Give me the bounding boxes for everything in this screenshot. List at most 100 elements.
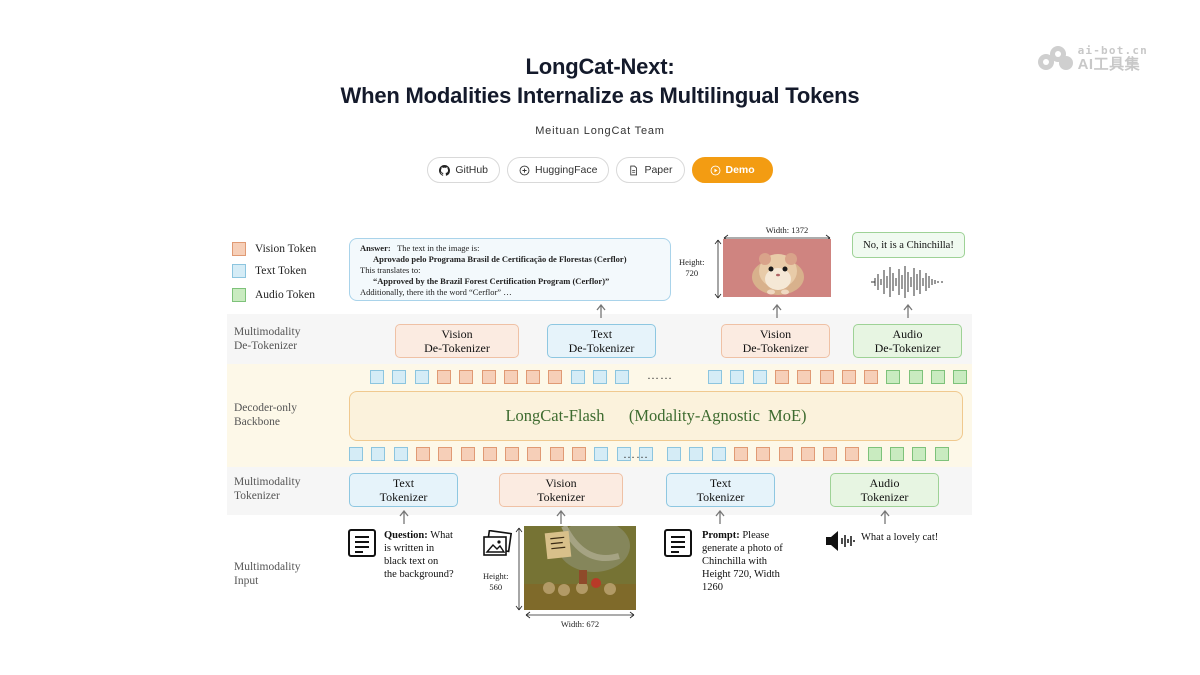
- huggingface-button[interactable]: HuggingFace: [507, 157, 610, 183]
- github-button[interactable]: GitHub: [427, 157, 500, 183]
- audio-token: [890, 447, 904, 461]
- text-tokenizer-2: Text Tokenizer: [666, 473, 775, 507]
- vision-detok-1-l2: De-Tokenizer: [424, 341, 490, 355]
- prompt-label: Prompt:: [702, 530, 740, 541]
- audio-token: [931, 370, 945, 384]
- watermark-brand: AI工具集: [1077, 56, 1141, 73]
- input-image-height: Height: 560: [483, 571, 509, 593]
- chinchilla-answer: No, it is a Chinchilla!: [852, 232, 965, 258]
- vision-token: [549, 447, 564, 461]
- question-rest-3: black text on: [384, 556, 439, 567]
- github-label: GitHub: [455, 164, 488, 176]
- arrow-audio-up: [880, 510, 890, 524]
- text-token: [349, 447, 363, 461]
- input-label-1: Multimodality: [234, 561, 301, 573]
- height-dimension-line: [714, 239, 722, 299]
- vision-token: [864, 370, 879, 384]
- audio-tok-l2: Tokenizer: [860, 490, 909, 504]
- longcat-flash-backbone: LongCat-Flash (Modality-Agnostic MoE): [349, 391, 963, 441]
- vision-token: [503, 370, 518, 384]
- hamster-output-image: [723, 239, 831, 297]
- text-detok-l2: De-Tokenizer: [568, 341, 635, 355]
- paper-button[interactable]: Paper: [616, 157, 685, 183]
- vision-token: [460, 447, 475, 461]
- audio-waveform-output: [871, 266, 943, 298]
- text-token: [689, 447, 704, 461]
- output-height-value: 720: [685, 268, 699, 278]
- vision-token: [800, 447, 815, 461]
- prompt-rest-2: generate a photo of: [702, 543, 783, 554]
- vision-token: [819, 370, 834, 384]
- audio-input-text: What a lovely cat!: [861, 532, 939, 543]
- text-tok-2-l1: Text: [709, 476, 732, 490]
- vision-token: [415, 447, 430, 461]
- answer-english: “Approved by the Brazil Forest Certifica…: [373, 276, 610, 286]
- text-tok-1-l2: Tokenizer: [379, 490, 428, 504]
- watermark-domain: ai-bot.cn: [1077, 44, 1148, 57]
- output-image-width: Width: 1372: [765, 225, 809, 235]
- watermark-icon: [1037, 46, 1073, 70]
- text-token: [570, 370, 585, 384]
- audio-token: [908, 370, 923, 384]
- answer-intro: The text in the image is:: [397, 243, 480, 253]
- tokenizer-band-label: Multimodality Tokenizer: [234, 475, 300, 503]
- vision-token: [438, 447, 453, 461]
- backbone-desc: (Modality-Agnostic MoE): [628, 406, 807, 425]
- vision-token: [482, 447, 497, 461]
- demo-label: Demo: [725, 164, 755, 176]
- demo-button[interactable]: Demo: [691, 157, 773, 183]
- plus-circle-icon: [519, 165, 530, 175]
- image-gallery-icon: [483, 530, 513, 556]
- backbone-label-2: Backbone: [234, 416, 280, 428]
- title-line-2: When Modalities Internalize as Multiling…: [340, 83, 860, 108]
- text-token: [615, 370, 630, 384]
- question-input: Question: What is written in black text …: [384, 529, 454, 581]
- text-token: [370, 370, 384, 384]
- text-detok-l1: Text: [590, 327, 613, 341]
- output-height-label: Height:: [679, 257, 705, 267]
- text-token: [393, 447, 408, 461]
- answer-label: Answer:: [360, 243, 391, 253]
- text-token: [638, 447, 653, 461]
- vision-token: [845, 447, 860, 461]
- answer-portuguese: Aprovado pelo Programa Brasil de Certifi…: [373, 254, 627, 264]
- page-title: LongCat-Next: When Modalities Internaliz…: [0, 52, 1200, 110]
- answer-extra: Additionally, there ith the word “Cerflo…: [360, 287, 512, 297]
- audio-detok-l2: De-Tokenizer: [874, 341, 941, 355]
- question-label: Question:: [384, 530, 428, 541]
- output-image-height: Height: 720: [679, 257, 705, 279]
- vision-token: [527, 447, 542, 461]
- arrow-audio-detok-up: [903, 304, 913, 318]
- vision-token: [572, 447, 586, 461]
- document-icon: [630, 165, 638, 175]
- tokenizer-label-1: Multimodality: [234, 476, 301, 488]
- arrow-prompt-up: [715, 510, 725, 524]
- detokenizer-band-label: Multimodality De-Tokenizer: [234, 325, 300, 353]
- architecture-diagram: Vision Token Text Token Audio Token Mult…: [227, 219, 972, 632]
- answer-translate-label: This translates to:: [360, 265, 421, 275]
- text-token: [594, 447, 609, 461]
- text-token: [730, 370, 745, 384]
- forest-input-image: [524, 526, 636, 610]
- backbone-name: LongCat-Flash: [505, 406, 605, 425]
- github-icon: [439, 164, 451, 176]
- vision-token: [774, 370, 789, 384]
- arrow-question-up: [399, 510, 409, 524]
- vision-tok-l2: Tokenizer: [537, 490, 585, 504]
- input-image-width: Width: 672: [560, 619, 600, 629]
- audio-tokenizer: Audio Tokenizer: [830, 473, 939, 507]
- arrow-vision-detok-up: [772, 304, 782, 318]
- input-height-dimension-line: [515, 527, 523, 611]
- vision-detok-1-l1: Vision: [441, 327, 473, 341]
- text-token: [593, 370, 607, 384]
- prompt-rest-5: 1260: [702, 582, 723, 593]
- detokenizer-label-2: De-Tokenizer: [234, 340, 298, 352]
- question-rest-2: is written in: [384, 543, 435, 554]
- title-line-1: LongCat-Next:: [525, 54, 675, 79]
- text-document-icon: [348, 529, 376, 557]
- input-band-label: Multimodality Input: [234, 560, 300, 588]
- legend-vision-label: Vision Token: [255, 243, 317, 255]
- vision-detokenizer-1: Vision De-Tokenizer: [395, 324, 519, 358]
- vision-token: [778, 447, 793, 461]
- vision-detok-2-l1: Vision: [759, 327, 792, 341]
